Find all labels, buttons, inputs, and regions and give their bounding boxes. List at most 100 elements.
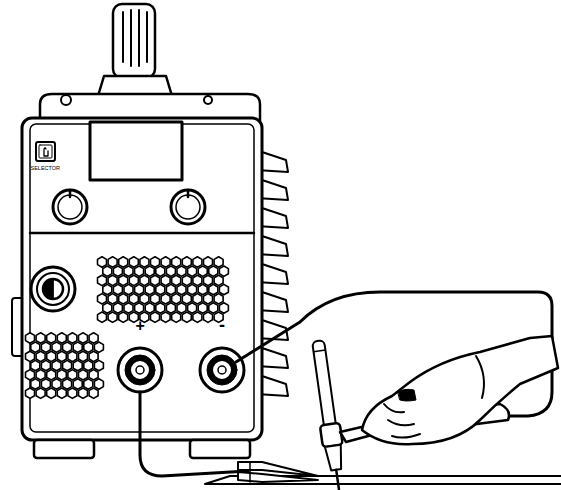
selector-button bbox=[36, 142, 55, 161]
vent-hole bbox=[63, 360, 72, 370]
vent-hole bbox=[84, 342, 93, 352]
vent-hole bbox=[94, 360, 103, 370]
vent-grille bbox=[26, 257, 229, 399]
machine-foot bbox=[34, 440, 94, 458]
vent-hole bbox=[26, 351, 35, 361]
vent-hole bbox=[161, 275, 170, 285]
vent-hole bbox=[84, 379, 93, 389]
vent-hole bbox=[193, 275, 202, 285]
vent-hole bbox=[188, 266, 197, 276]
vent-hole bbox=[113, 266, 122, 276]
vent-hole bbox=[129, 257, 138, 267]
vent-hole bbox=[129, 312, 138, 322]
vent-hole bbox=[124, 284, 133, 294]
vent-hole bbox=[57, 370, 66, 380]
vent-hole bbox=[140, 312, 149, 322]
vent-hole bbox=[31, 360, 40, 370]
vent-hole bbox=[68, 333, 77, 343]
vent-hole bbox=[57, 351, 66, 361]
vent-hole bbox=[108, 257, 117, 267]
polarity-sign: - bbox=[219, 316, 225, 334]
ground-cable bbox=[140, 392, 248, 476]
vent-hole bbox=[119, 257, 128, 267]
vent-hole bbox=[98, 275, 107, 285]
vent-hole bbox=[36, 333, 45, 343]
vent-hole bbox=[68, 370, 77, 380]
machine-foot bbox=[190, 440, 250, 458]
control-knob bbox=[171, 190, 205, 224]
vent-hole bbox=[182, 275, 191, 285]
positive-terminal bbox=[118, 348, 162, 392]
vent-hole bbox=[151, 257, 160, 267]
torch-connector bbox=[31, 267, 75, 311]
machine-body bbox=[22, 118, 262, 440]
vent-hole bbox=[26, 388, 35, 398]
vent-hole bbox=[47, 333, 56, 343]
vent-hole bbox=[172, 294, 181, 304]
panel-divider bbox=[30, 232, 254, 235]
vent-hole bbox=[219, 303, 228, 313]
vent-hole bbox=[79, 370, 88, 380]
control-knob bbox=[53, 190, 87, 224]
vent-hole bbox=[124, 266, 133, 276]
vent-hole bbox=[135, 303, 144, 313]
polarity-sign: + bbox=[136, 318, 145, 334]
vent-hole bbox=[79, 388, 88, 398]
vent-hole bbox=[214, 257, 223, 267]
vent-hole bbox=[166, 303, 175, 313]
vent-hole bbox=[172, 275, 181, 285]
vent-hole bbox=[119, 312, 128, 322]
vent-hole bbox=[108, 275, 117, 285]
vent-hole bbox=[89, 388, 98, 398]
vent-hole bbox=[209, 303, 218, 313]
vent-hole bbox=[73, 379, 82, 389]
vent-hole bbox=[89, 370, 98, 380]
vent-hole bbox=[94, 342, 103, 352]
vent-hole bbox=[151, 294, 160, 304]
vent-hole bbox=[140, 257, 149, 267]
vent-hole bbox=[172, 312, 181, 322]
vent-hole bbox=[198, 303, 207, 313]
vent-hole bbox=[31, 379, 40, 389]
vent-hole bbox=[47, 351, 56, 361]
vent-hole bbox=[41, 360, 50, 370]
vent-hole bbox=[68, 351, 77, 361]
negative-terminal bbox=[200, 348, 244, 392]
vent-hole bbox=[36, 388, 45, 398]
vent-hole bbox=[79, 351, 88, 361]
vent-hole bbox=[129, 275, 138, 285]
vent-hole bbox=[214, 275, 223, 285]
vent-hole bbox=[108, 294, 117, 304]
vent-hole bbox=[113, 284, 122, 294]
vent-hole bbox=[204, 275, 213, 285]
vent-hole bbox=[113, 303, 122, 313]
vent-hole bbox=[204, 294, 213, 304]
vent-hole bbox=[26, 333, 35, 343]
vent-hole bbox=[219, 284, 228, 294]
vent-hole bbox=[103, 303, 112, 313]
vent-hole bbox=[193, 294, 202, 304]
vent-hole bbox=[52, 342, 61, 352]
vent-hole bbox=[57, 388, 66, 398]
vent-hole bbox=[36, 370, 45, 380]
vent-hole bbox=[151, 275, 160, 285]
vent-hole bbox=[209, 266, 218, 276]
vent-hole bbox=[204, 257, 213, 267]
vent-hole bbox=[140, 275, 149, 285]
vent-hole bbox=[145, 284, 154, 294]
vent-hole bbox=[52, 360, 61, 370]
gloved-hand bbox=[362, 336, 558, 444]
vent-hole bbox=[124, 303, 133, 313]
vent-hole bbox=[182, 257, 191, 267]
vent-hole bbox=[41, 379, 50, 389]
vent-hole bbox=[151, 312, 160, 322]
vent-hole bbox=[119, 294, 128, 304]
vent-hole bbox=[98, 294, 107, 304]
vent-hole bbox=[156, 303, 165, 313]
vent-hole bbox=[193, 312, 202, 322]
vent-hole bbox=[98, 257, 107, 267]
vent-hole bbox=[41, 342, 50, 352]
